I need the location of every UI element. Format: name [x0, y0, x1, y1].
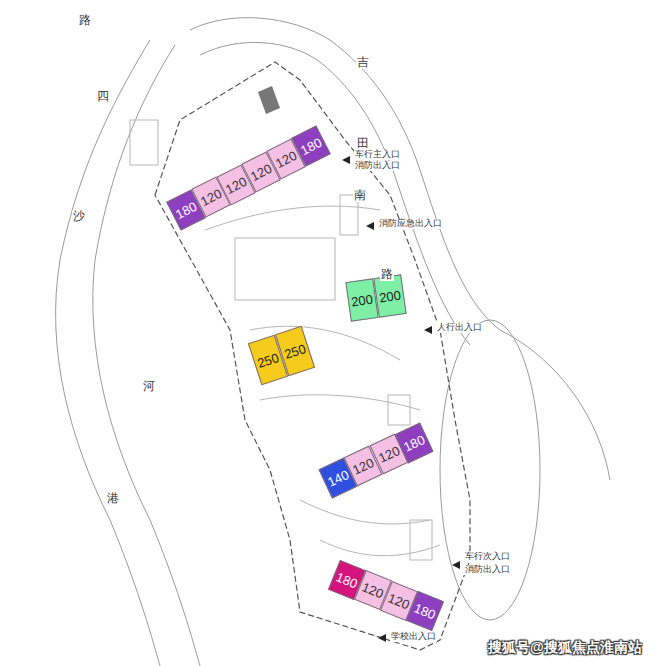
- entrance-arrow: [424, 326, 432, 334]
- road-name: 吉: [356, 56, 370, 69]
- entrance-arrow: [342, 156, 350, 164]
- entrance-label: 消防出入口: [354, 161, 401, 171]
- green-area: [440, 320, 540, 620]
- unit-area: 180: [173, 199, 198, 220]
- unit-area: 180: [402, 432, 427, 453]
- ancillary-building: [130, 120, 158, 165]
- plaza: [235, 238, 335, 300]
- entrance-arrow: [378, 634, 386, 642]
- road-edge: [190, 18, 500, 330]
- unit-area: 180: [412, 601, 437, 621]
- road-name: 路: [78, 14, 92, 27]
- unit-area: 200: [350, 292, 373, 308]
- road-name: 路: [380, 268, 394, 281]
- unit-area: 120: [386, 591, 411, 611]
- entrance-label: 车行次入口: [464, 552, 511, 562]
- road-name: 南: [353, 189, 367, 202]
- road-name: 港: [106, 492, 120, 505]
- road-name: 河: [142, 380, 156, 393]
- unit-area: 120: [360, 580, 385, 600]
- entrance-arrow: [366, 222, 374, 230]
- internal-road: [320, 540, 440, 556]
- entrance-label: 车行主入口: [354, 150, 401, 160]
- road-name: 田: [356, 137, 370, 150]
- unit-area: 120: [273, 148, 298, 169]
- entrance-arrow: [452, 561, 460, 569]
- entrance-label: 学校出入口: [390, 632, 437, 642]
- unit-area: 250: [282, 342, 307, 361]
- road-edge: [93, 45, 200, 666]
- site-boundary: [155, 62, 470, 650]
- unit-area: 120: [248, 161, 273, 182]
- internal-road: [260, 395, 420, 410]
- wall-strip: [258, 86, 280, 114]
- road-name: 沙: [72, 210, 86, 223]
- watermark: 搜狐号@搜狐焦点淮南站: [487, 640, 643, 655]
- unit-area: 180: [298, 136, 323, 157]
- unit-area: 140: [325, 468, 350, 489]
- entrance-label: 人行出入口: [436, 323, 483, 333]
- ramp: [410, 520, 432, 560]
- internal-road: [205, 206, 380, 230]
- unit-area: 250: [256, 350, 281, 369]
- unit-area: 120: [351, 456, 376, 477]
- unit-area: 180: [334, 570, 359, 590]
- unit-area: 120: [223, 174, 248, 195]
- entrance-label: 消防出入口: [464, 565, 511, 575]
- unit-area: 120: [198, 187, 223, 208]
- road-edge: [56, 40, 160, 666]
- unit-area: 200: [378, 288, 401, 304]
- entrance-label: 消防应急出入口: [378, 219, 443, 229]
- unit-area: 120: [376, 444, 401, 465]
- road-name: 四: [96, 90, 110, 103]
- road-edge: [500, 330, 610, 480]
- ramp: [388, 395, 410, 425]
